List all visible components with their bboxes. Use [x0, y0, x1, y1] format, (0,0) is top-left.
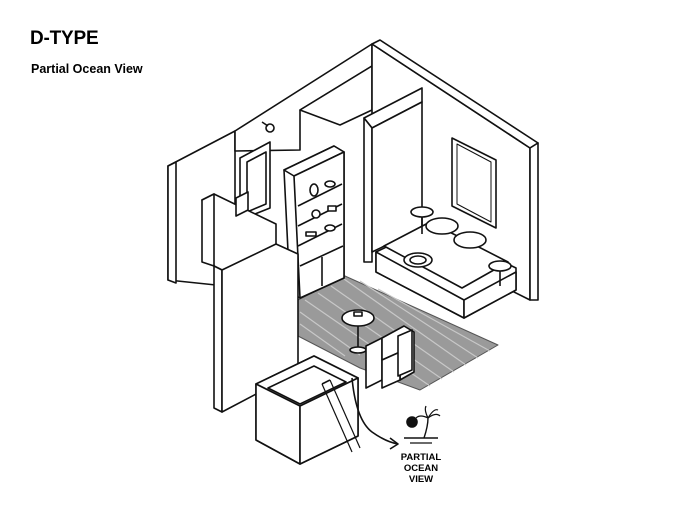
vase-icon [309, 183, 319, 197]
shelving-unit [283, 145, 345, 299]
kettle-icon [311, 209, 321, 219]
kitchen-partition [239, 141, 271, 221]
view-label-line-1: PARTIAL [400, 452, 442, 463]
sink-icon [235, 191, 249, 217]
back-top-wall [234, 43, 373, 152]
wall-art [451, 137, 497, 229]
sun-palm-icon [404, 405, 441, 444]
armchair [365, 325, 415, 389]
partial-ocean-view-label: PARTIAL OCEAN VIEW [376, 452, 466, 485]
nightstand-right [488, 260, 512, 286]
side-table [341, 309, 375, 354]
bathroom-wall [201, 191, 299, 413]
bedroom-divider-wall [363, 87, 423, 263]
shower-icon [261, 121, 275, 133]
bathtub [255, 355, 361, 465]
room-view-subtitle: Partial Ocean View [31, 62, 143, 76]
view-label-line-2: OCEAN [403, 463, 439, 474]
nightstand-left [410, 206, 434, 234]
view-label-line-3: VIEW [408, 474, 434, 485]
view-pointer-arrow [351, 377, 399, 450]
room-type-title: D-TYPE [30, 28, 99, 49]
